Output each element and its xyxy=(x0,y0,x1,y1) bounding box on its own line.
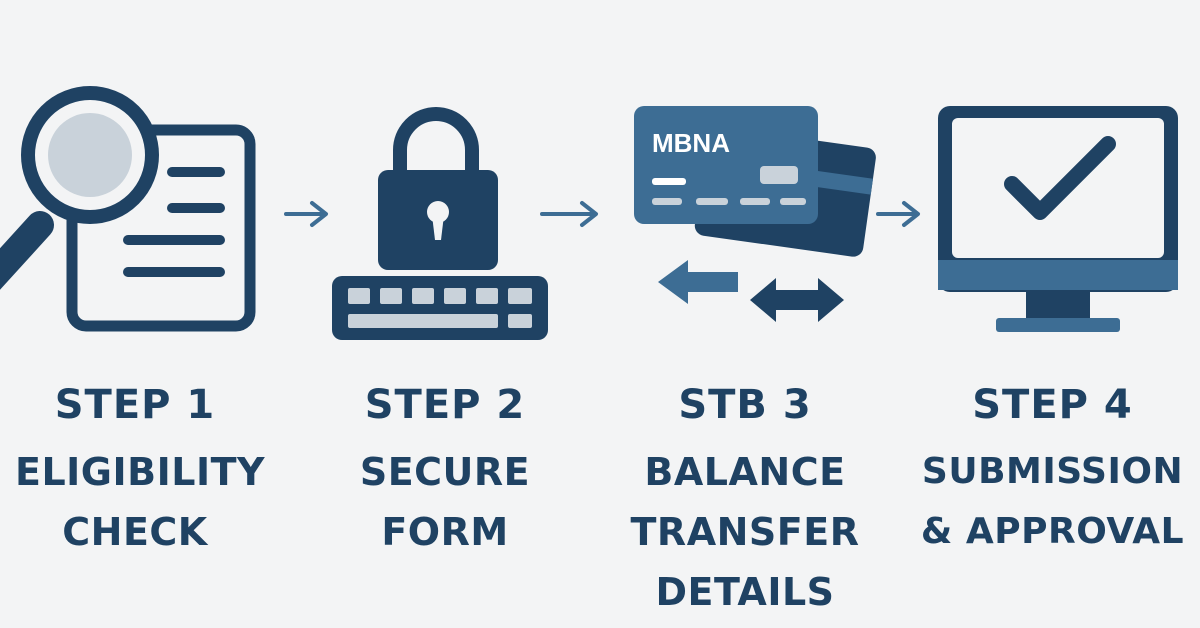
step-title-line: FORM xyxy=(381,510,509,554)
monitor-checkmark-icon xyxy=(930,100,1190,340)
credit-card-transfer-icon: MBNA xyxy=(628,100,878,335)
step-title-line: ELIGIBILITY xyxy=(15,450,266,494)
step-title-line: SUBMISSION xyxy=(921,451,1184,492)
step-title: ELIGIBILITY CHECK xyxy=(15,442,266,562)
step-title-line: SECURE xyxy=(359,450,531,494)
step-title: BALANCE TRANSFER DETAILS xyxy=(610,442,880,622)
step-title-line: CHECK xyxy=(62,510,208,554)
magnifier-document-icon xyxy=(0,80,270,340)
step-4: STEP 4 SUBMISSION & APPROVAL xyxy=(905,380,1200,562)
step-2: STEP 2 SECURE FORM xyxy=(325,380,565,562)
step-title-line: DETAILS xyxy=(655,570,835,614)
step-1: STEP 1 ELIGIBILITY CHECK xyxy=(15,380,266,562)
arrow-right-icon xyxy=(540,200,600,232)
step-title-line: TRANSFER xyxy=(630,510,860,554)
step-number: STB 3 xyxy=(678,382,812,428)
padlock-keyboard-icon xyxy=(320,100,560,345)
arrow-right-icon xyxy=(876,200,922,232)
step-title-line: BALANCE xyxy=(644,450,846,494)
step-number: STEP 2 xyxy=(364,382,526,428)
arrow-right-icon xyxy=(284,200,330,232)
step-3: STB 3 BALANCE TRANSFER DETAILS xyxy=(610,380,880,622)
card-brand-label: MBNA xyxy=(652,128,730,158)
step-title-line: & APPROVAL xyxy=(920,511,1185,552)
step-title: SECURE FORM xyxy=(325,442,565,562)
step-title: SUBMISSION & APPROVAL xyxy=(905,442,1200,562)
step-number: STEP 4 xyxy=(972,382,1133,428)
step-number: STEP 1 xyxy=(54,382,216,428)
